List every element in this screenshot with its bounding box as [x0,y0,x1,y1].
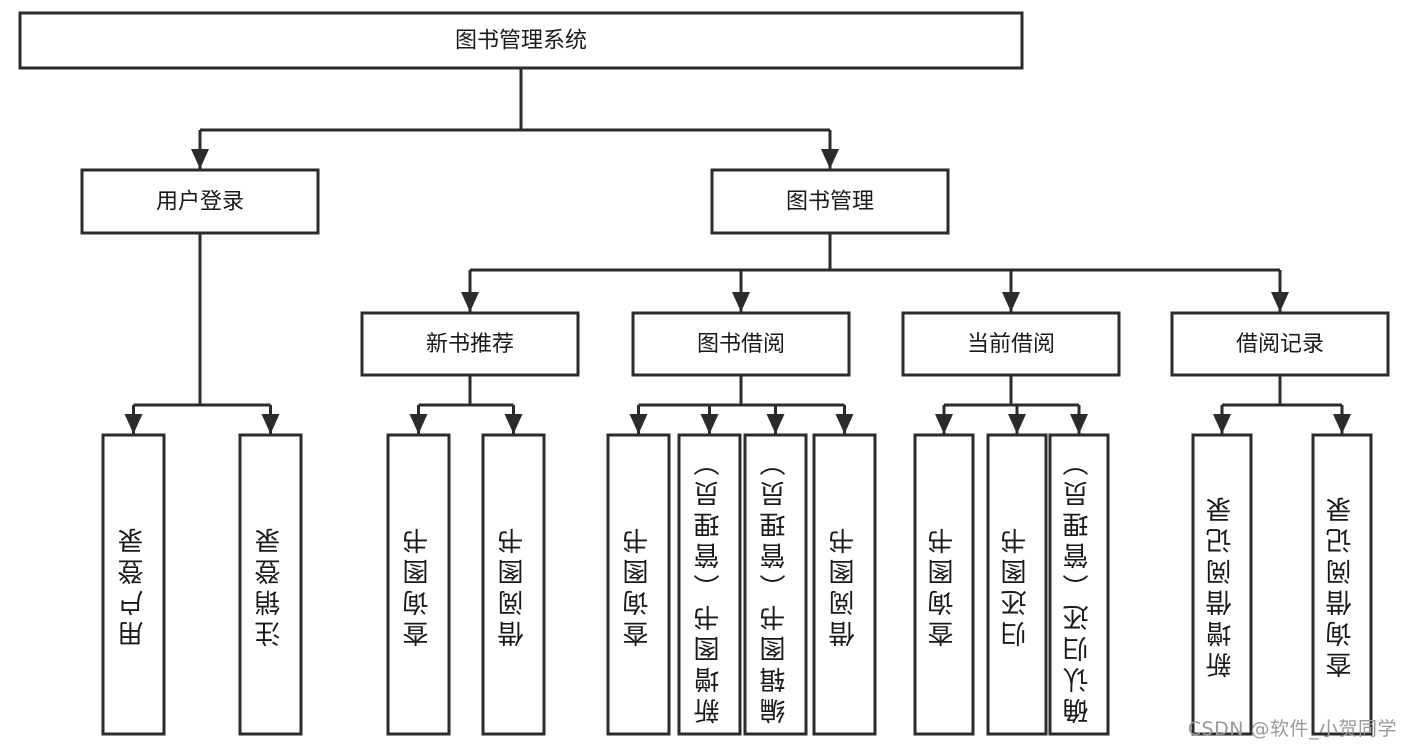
node-box-book-management[interactable] [710,168,950,235]
leaf-box-leaf-confirm-return-admin[interactable] [1048,433,1110,736]
leaf-box-leaf-logout-login[interactable] [238,433,303,736]
node-box-root[interactable] [18,11,1024,70]
leaf-box-leaf-edit-book-admin[interactable] [743,433,808,736]
node-label-user-login: 用户登录 [156,190,244,215]
leaf-box-leaf-borrow-book[interactable] [812,433,877,736]
arrow-head-icon [409,414,428,434]
node-label-root: 图书管理系统 [455,29,587,54]
node-box-new-book-recommend[interactable] [360,311,580,377]
arrow-head-icon [1002,292,1020,312]
arrow-head-icon [1008,414,1026,434]
leaf-box-leaf-query-book-borrow[interactable] [606,433,671,736]
arrow-head-icon [835,414,854,434]
node-box-current-borrow[interactable] [901,311,1121,377]
leaf-box-leaf-borrow-book-recommend[interactable] [481,433,546,736]
arrow-head-icon [629,414,648,434]
arrow-head-icon [124,414,143,434]
connectors-layer [124,68,1351,434]
leaf-box-leaf-add-book-admin[interactable] [677,433,742,736]
node-label-book-management: 图书管理 [786,190,874,215]
arrow-head-icon [1070,414,1088,434]
leaf-box-leaf-query-book-recommend[interactable] [386,433,451,736]
arrow-head-icon [732,292,750,312]
arrow-head-icon [1213,414,1231,434]
arrow-head-icon [935,414,953,434]
leaf-box-leaf-user-login[interactable] [101,433,166,736]
node-box-user-login[interactable] [80,168,320,235]
watermark-text: CSDN @软件_小贺同学 [1187,718,1397,740]
leaf-box-leaf-query-book-current[interactable] [913,433,975,736]
node-label-borrow-record: 借阅记录 [1236,332,1324,357]
arrow-head-icon [504,414,523,434]
node-label-current-borrow: 当前借阅 [967,332,1055,357]
arrow-head-icon [191,149,209,169]
leaf-box-leaf-query-borrow-record[interactable] [1311,433,1373,736]
boxes-layer [18,11,1390,736]
node-box-book-borrow[interactable] [631,311,851,377]
arrow-head-icon [261,414,280,434]
arrow-head-icon [461,292,479,312]
arrow-head-icon [700,414,719,434]
arrow-head-icon [766,414,785,434]
leaf-box-leaf-add-borrow-record[interactable] [1191,433,1253,736]
node-label-book-borrow: 图书借阅 [697,332,785,357]
leaf-box-leaf-return-book[interactable] [986,433,1048,736]
node-box-borrow-record[interactable] [1170,311,1390,377]
arrow-head-icon [821,149,839,169]
arrow-head-icon [1271,292,1289,312]
arrow-head-icon [1333,414,1351,434]
node-label-new-book-recommend: 新书推荐 [426,332,514,357]
